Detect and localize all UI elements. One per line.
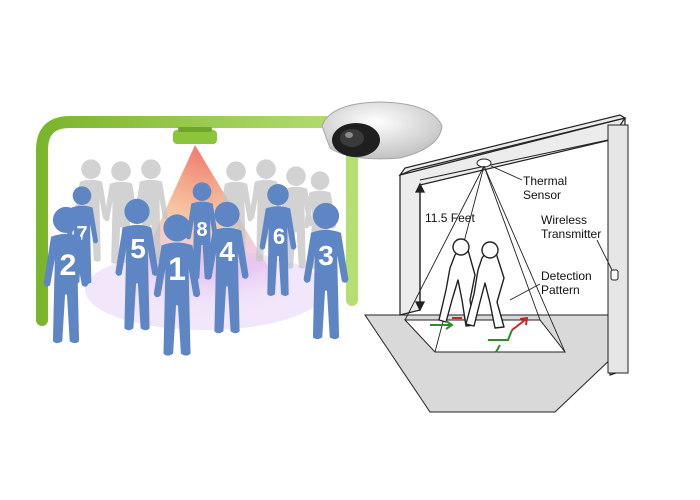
height-label: 11.5 Feet [425,211,475,225]
dome-camera-icon [321,101,443,160]
thermal-sensor-icon [476,158,492,168]
person-number: 2 [60,249,77,282]
wireless-transmitter-icon [610,269,619,281]
people-counter-scene: 7 8 6 2 5 4 3 [36,116,358,356]
height-dimension [414,182,426,312]
thermal-sensor-diagram: 11.5 Feet Thermal Sensor [364,114,629,413]
transmitter-label: Transmitter [541,227,601,241]
person-number: 8 [196,219,207,241]
pattern-label: Detection [541,269,592,283]
movement-arrows [430,316,529,353]
person-figure: 5 [115,198,159,331]
person-figure: 4 [205,201,249,334]
person-figure: 8 [186,182,218,280]
person-figure: 1 [153,214,201,356]
numbered-people: 7 8 6 2 5 4 3 [43,182,349,356]
person-number: 6 [273,224,285,249]
person-number: 5 [130,233,146,264]
person-number: 7 [76,223,87,245]
person-figure: 6 [259,184,297,296]
person-figure: 3 [303,202,349,340]
person-number: 4 [219,236,235,267]
ceiling-sensor-icon [173,127,217,144]
sensor-label: Thermal [523,174,567,188]
person-figure: 7 [66,186,98,284]
sensor-label: Sensor [523,188,561,202]
person-number: 3 [318,240,334,271]
transmitter-label: Wireless [541,213,587,227]
person-number: 1 [168,251,186,287]
pattern-label: Pattern [541,283,580,297]
person-figure: 2 [43,206,89,344]
walking-figures [438,238,505,329]
